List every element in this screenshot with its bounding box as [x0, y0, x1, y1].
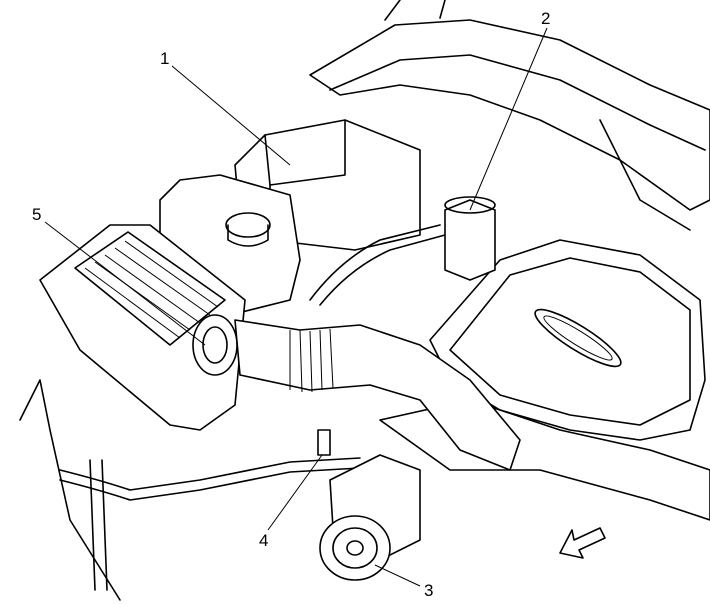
pressure-switch — [317, 429, 331, 456]
fender-edge — [19, 379, 121, 601]
callout-1: 1 — [160, 49, 169, 68]
callout-2: 2 — [541, 9, 550, 28]
filter-element-grille — [84, 240, 219, 339]
ac-hoses — [59, 224, 446, 591]
callout-5: 5 — [32, 205, 41, 224]
air-cleaner — [39, 224, 246, 431]
leader-lines — [44, 27, 548, 587]
front-arrow-icon — [559, 527, 606, 559]
callout-3: 3 — [424, 581, 433, 600]
ac-compressor — [319, 454, 421, 581]
cowl-panel — [309, 0, 710, 231]
intake-duct — [192, 314, 521, 471]
accumulator — [444, 196, 496, 281]
callout-4: 4 — [259, 531, 268, 550]
